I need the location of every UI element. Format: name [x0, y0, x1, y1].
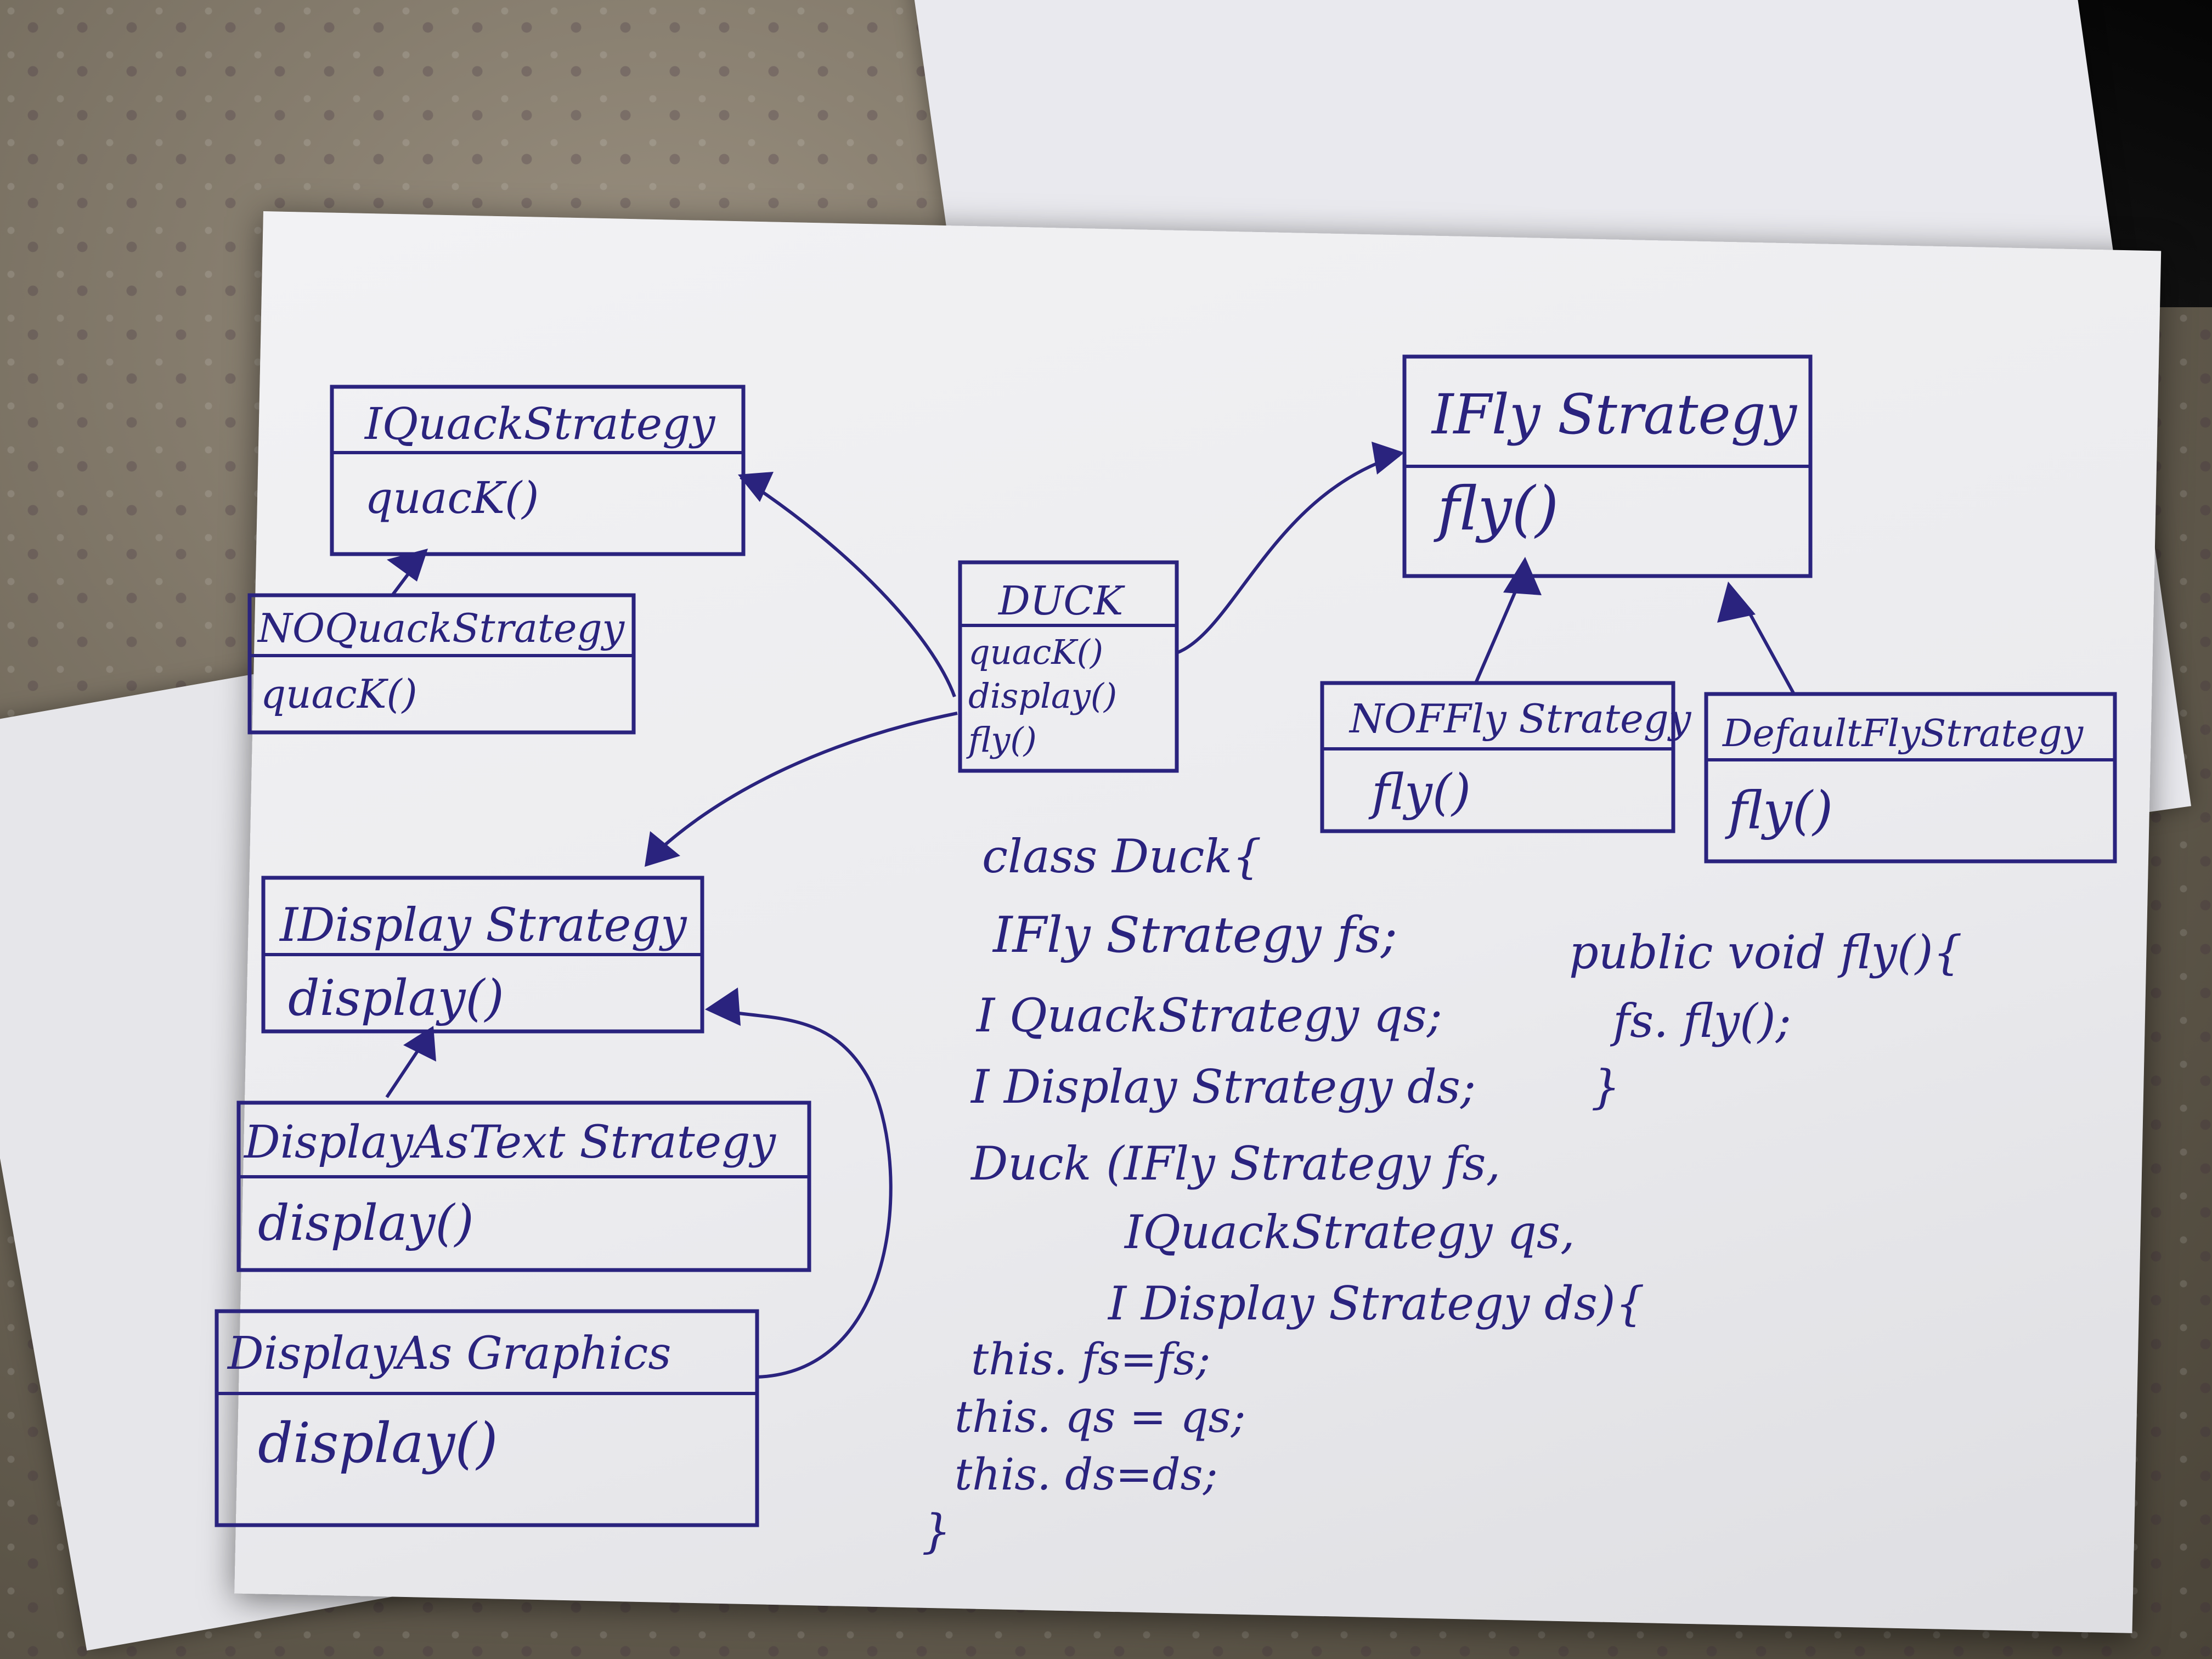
class-method: fly() — [1368, 764, 1471, 821]
class-method: fly() — [1434, 473, 1559, 544]
class-name: DefaultFlyStrategy — [1722, 712, 2084, 755]
code-line: IQuackStrategy qs, — [1124, 1205, 1575, 1259]
class-name: NOFFly Strategy — [1348, 696, 1692, 742]
class-method: display() — [288, 969, 504, 1027]
arrow-head — [738, 472, 774, 502]
class-box-display-as-graphics: DisplayAs Graphics display() — [215, 1309, 759, 1527]
class-method: display() — [258, 1411, 498, 1475]
arrow-head — [1717, 582, 1756, 623]
class-name: IDisplay Strategy — [279, 898, 687, 952]
code-line: this. qs = qs; — [955, 1391, 1246, 1442]
code-line: public void fly(){ — [1569, 926, 1962, 979]
class-box-display-as-text-strategy: DisplayAsText Strategy display() — [236, 1101, 811, 1272]
inheritance-displaytext-to-idisplay — [385, 1047, 421, 1098]
code-line: } — [922, 1504, 951, 1558]
class-box-duck: DUCK quacK() display() fly() — [958, 560, 1179, 773]
arrow-head — [1503, 557, 1542, 595]
class-method: display() — [258, 1194, 474, 1252]
inheritance-nofly-to-ifly — [1474, 580, 1521, 684]
class-name: NOQuackStrategy — [257, 605, 625, 651]
association-duck-to-iquack — [740, 476, 956, 698]
class-method: fly() — [966, 720, 1037, 760]
class-method: quacK() — [261, 671, 417, 717]
class-method: quacK() — [968, 632, 1103, 672]
class-box-idisplay-strategy: IDisplay Strategy display() — [261, 876, 704, 1034]
association-duck-to-ifly — [1176, 454, 1400, 654]
code-fly-method: public void fly(){ fs. fly(); } — [1569, 926, 1962, 1114]
class-method: display() — [968, 676, 1117, 716]
class-box-ifly-strategy: IFly Strategy fly() — [1402, 354, 1813, 578]
class-box-iquack-strategy: IQuackStrategy quacK() — [330, 385, 746, 556]
class-name: DisplayAsText Strategy — [243, 1116, 777, 1169]
class-box-nofly-strategy: NOFFly Strategy fly() — [1320, 681, 1692, 833]
arrow-head — [387, 549, 428, 582]
class-name: DisplayAs Graphics — [227, 1328, 671, 1380]
code-line: fs. fly(); — [1610, 994, 1791, 1048]
class-box-default-fly-strategy: DefaultFlyStrategy fly() — [1704, 692, 2117, 864]
class-name: IQuackStrategy — [364, 398, 716, 449]
inheritance-defaultfly-to-ifly — [1746, 608, 1796, 695]
arrow-head — [1372, 442, 1404, 475]
code-line: IFly Strategy fs; — [992, 906, 1397, 964]
class-box-noquack-strategy: NOQuackStrategy quacK() — [247, 593, 636, 735]
class-method: quacK() — [365, 472, 539, 523]
arrow-head — [403, 1026, 436, 1062]
class-method: fly() — [1725, 781, 1833, 841]
association-duck-to-idisplay — [646, 712, 958, 863]
class-name: DUCK — [997, 578, 1125, 624]
code-line: I Display Strategy ds){ — [1107, 1277, 1645, 1330]
arrow-head — [705, 988, 741, 1026]
code-line: Duck (IFly Strategy fs, — [970, 1137, 1500, 1190]
class-name: IFly Strategy — [1431, 382, 1798, 447]
arrow-head — [645, 831, 680, 867]
code-line: I QuackStrategy qs; — [975, 989, 1442, 1042]
inheritance-displaygraphics-to-idisplay — [713, 1008, 893, 1379]
code-line: class Duck{ — [982, 830, 1262, 883]
code-line: } — [1591, 1060, 1620, 1114]
code-line: this. ds=ds; — [955, 1449, 1218, 1500]
code-class-duck: class Duck{ IFly Strategy fs; I QuackStr… — [922, 830, 1645, 1558]
code-line: I Display Strategy ds; — [970, 1060, 1476, 1114]
code-line: this. fs=fs; — [971, 1334, 1210, 1385]
